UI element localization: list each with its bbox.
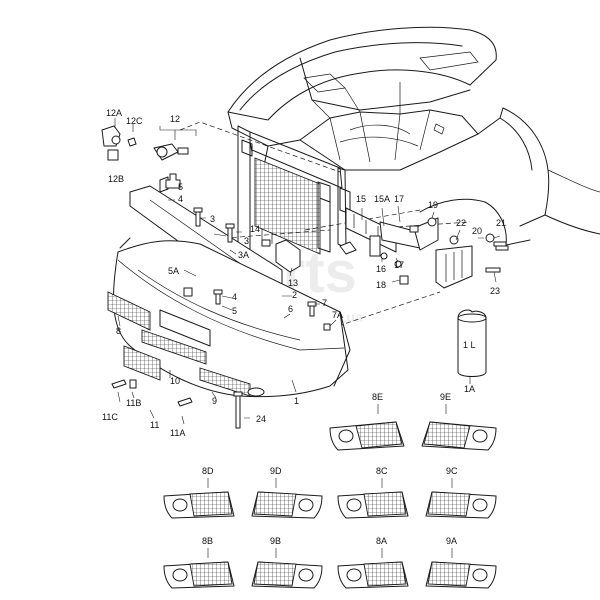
plate-holder	[159, 309, 211, 347]
callout-8: 8	[116, 326, 121, 336]
sensor-parts-12	[101, 125, 189, 161]
callout-9: 9	[212, 396, 217, 406]
callout-22: 22	[456, 218, 466, 228]
grille-8	[107, 291, 151, 331]
car-body-outline	[164, 26, 600, 346]
callout-4a: 4	[178, 194, 183, 204]
callout-12C: 12C	[126, 116, 143, 126]
callout-labels: 12A 12C 12 12B 5 4 3 3 14 3A 5A 4 5 13 2…	[102, 108, 506, 546]
callout-2: 2	[292, 290, 297, 300]
grille-detail-8B	[163, 561, 235, 589]
callout-9A: 9A	[446, 536, 457, 546]
callout-1A: 1A	[464, 384, 475, 394]
callout-19: 19	[428, 200, 438, 210]
callout-8C: 8C	[376, 466, 388, 476]
absorber-13	[275, 239, 301, 273]
callout-20: 20	[472, 226, 482, 236]
callout-9E: 9E	[440, 392, 451, 402]
callout-5a: 5	[178, 182, 183, 192]
bumper-cover	[113, 237, 351, 398]
right-mounting-brackets	[339, 207, 507, 289]
bracket-15	[345, 207, 397, 253]
fluid-container: 1 L	[457, 309, 487, 377]
callout-12B: 12B	[108, 174, 124, 184]
front-grilles	[107, 291, 265, 397]
callout-9C: 9C	[446, 466, 458, 476]
grille-detail-9B	[251, 561, 323, 589]
callout-8D: 8D	[202, 466, 214, 476]
callout-7A: 7A	[332, 310, 343, 320]
grille-detail-9E	[421, 421, 497, 451]
callout-17a: 17	[394, 194, 404, 204]
grille-detail-9A	[425, 561, 497, 589]
callout-18: 18	[376, 280, 386, 290]
grille-10	[141, 329, 207, 365]
callout-21: 21	[496, 218, 506, 228]
callout-17b: 17	[394, 260, 404, 270]
callout-12A: 12A	[106, 108, 122, 118]
callout-13: 13	[288, 278, 298, 288]
part-18	[399, 275, 409, 285]
callout-8E: 8E	[372, 392, 383, 402]
callout-11: 11	[150, 420, 159, 430]
callout-24: 24	[256, 414, 266, 424]
grille-detail-8E	[329, 421, 405, 451]
callout-6: 6	[288, 304, 293, 314]
leader-lines	[114, 118, 501, 425]
radiator	[254, 157, 321, 255]
callout-5A: 5A	[168, 266, 179, 276]
grille-9	[199, 367, 251, 397]
detail-leaders	[207, 478, 453, 558]
callout-15A: 15A	[374, 194, 390, 204]
callout-11A: 11A	[170, 428, 185, 438]
callout-11C: 11C	[102, 412, 118, 422]
grille-detail-9C	[425, 491, 497, 519]
callout-15: 15	[356, 194, 366, 204]
grille-11	[123, 345, 161, 381]
callout-11B: 11B	[126, 398, 141, 408]
callout-1: 1	[294, 396, 299, 406]
callout-8A: 8A	[376, 536, 387, 546]
grille-detail-9D	[251, 491, 323, 519]
callout-3b: 3	[244, 236, 249, 246]
callout-3a: 3	[210, 214, 215, 224]
callout-23: 23	[490, 286, 500, 296]
callout-14: 14	[250, 224, 260, 234]
callout-8B: 8B	[202, 536, 213, 546]
callout-9D: 9D	[270, 466, 282, 476]
screws	[111, 173, 509, 429]
callout-3A: 3A	[238, 250, 249, 260]
grille-detail-8D	[163, 491, 235, 519]
callout-9B: 9B	[270, 536, 281, 546]
callout-5b: 5	[232, 306, 237, 316]
grille-detail-8A	[337, 561, 409, 589]
callout-10: 10	[170, 376, 180, 386]
callout-16: 16	[376, 264, 386, 274]
callout-12: 12	[170, 114, 180, 124]
grille-detail-8C	[337, 491, 409, 519]
callout-7: 7	[322, 298, 327, 308]
container-label: 1 L	[463, 340, 476, 350]
callout-4b: 4	[232, 292, 237, 302]
